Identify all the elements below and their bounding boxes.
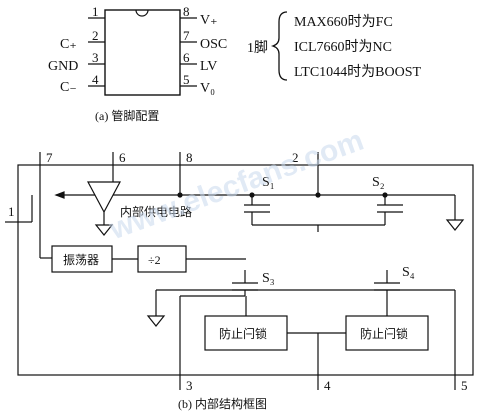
block-pin-5: 5 <box>461 378 468 393</box>
pin-name-c-plus: C₊ <box>60 37 77 52</box>
caption-a: (a) 管脚配置 <box>95 108 159 123</box>
pin-number-8: 8 <box>183 4 190 19</box>
pin1-note-max660: MAX660时为FC <box>294 14 393 30</box>
oscillator-label: 振荡器 <box>63 253 99 267</box>
ic-package-body <box>104 9 181 96</box>
block-pin-6: 6 <box>119 150 126 165</box>
latch-b-label: 防止闩锁 <box>360 326 408 341</box>
internal-block-diagram <box>5 152 474 390</box>
caption-b: (b) 内部结构框图 <box>178 396 267 411</box>
chip-outline <box>17 164 474 376</box>
pin-name-c-minus: C₋ <box>60 80 77 95</box>
switch-s4-label: S₄ <box>402 265 415 280</box>
switch-s3-label: S₃ <box>262 271 275 286</box>
pin-number-3: 3 <box>92 50 99 65</box>
block-pin-4: 4 <box>324 378 331 393</box>
divider-label: ÷2 <box>148 253 161 267</box>
brace <box>270 11 288 81</box>
block-pin-3: 3 <box>186 378 193 393</box>
pin-name-v-plus: V₊ <box>200 13 218 28</box>
pin-number-2: 2 <box>92 28 99 43</box>
pin-number-7: 7 <box>183 28 190 43</box>
pin-name-osc: OSC <box>200 37 227 52</box>
block-pin-7: 7 <box>46 150 53 165</box>
pin1-notch <box>135 9 149 17</box>
watermark: www.elecfans.com <box>104 124 367 247</box>
pin-number-4: 4 <box>92 72 99 87</box>
pin-number-5: 5 <box>183 72 190 87</box>
pin-number-6: 6 <box>183 50 190 65</box>
latch-a-label: 防止闩锁 <box>219 326 267 341</box>
block-pin-8: 8 <box>186 150 193 165</box>
amplifier-symbol <box>87 181 121 214</box>
ground-symbol-right <box>445 219 465 231</box>
switch-s1-label: S₁ <box>262 175 275 190</box>
ground-symbol-amplifier <box>94 224 114 236</box>
oscillator-box <box>51 245 113 273</box>
block-pin-1: 1 <box>8 204 15 219</box>
divider-box <box>137 245 187 273</box>
pin-name-lv: LV <box>200 59 217 74</box>
latch-box-a <box>204 315 288 351</box>
arrow-head <box>54 191 65 199</box>
pin1-note-icl7660: ICL7660时为NC <box>294 39 392 55</box>
pin-configuration: 1 2 3 4 C₊ GND C₋ 8 7 6 5 V₊ OSC LV V₀ 1… <box>48 4 422 123</box>
internal-supply-label: 内部供电电路 <box>120 204 192 219</box>
pin-name-v0: V₀ <box>200 81 215 96</box>
latch-box-b <box>345 315 429 351</box>
ground-symbol-left <box>146 315 166 327</box>
block-labels: 7 6 8 2 1 3 4 5 内部供电电路 振荡器 ÷2 S₁ S₂ S₃ S… <box>8 150 468 411</box>
switch-s2-label: S₂ <box>372 175 385 190</box>
block-pin-2: 2 <box>292 150 299 165</box>
pin1-note-ltc1044: LTC1044时为BOOST <box>294 64 422 80</box>
pin-number-1: 1 <box>92 4 99 19</box>
pin1-label: 1脚 <box>247 40 268 56</box>
pin-name-gnd: GND <box>48 59 78 74</box>
